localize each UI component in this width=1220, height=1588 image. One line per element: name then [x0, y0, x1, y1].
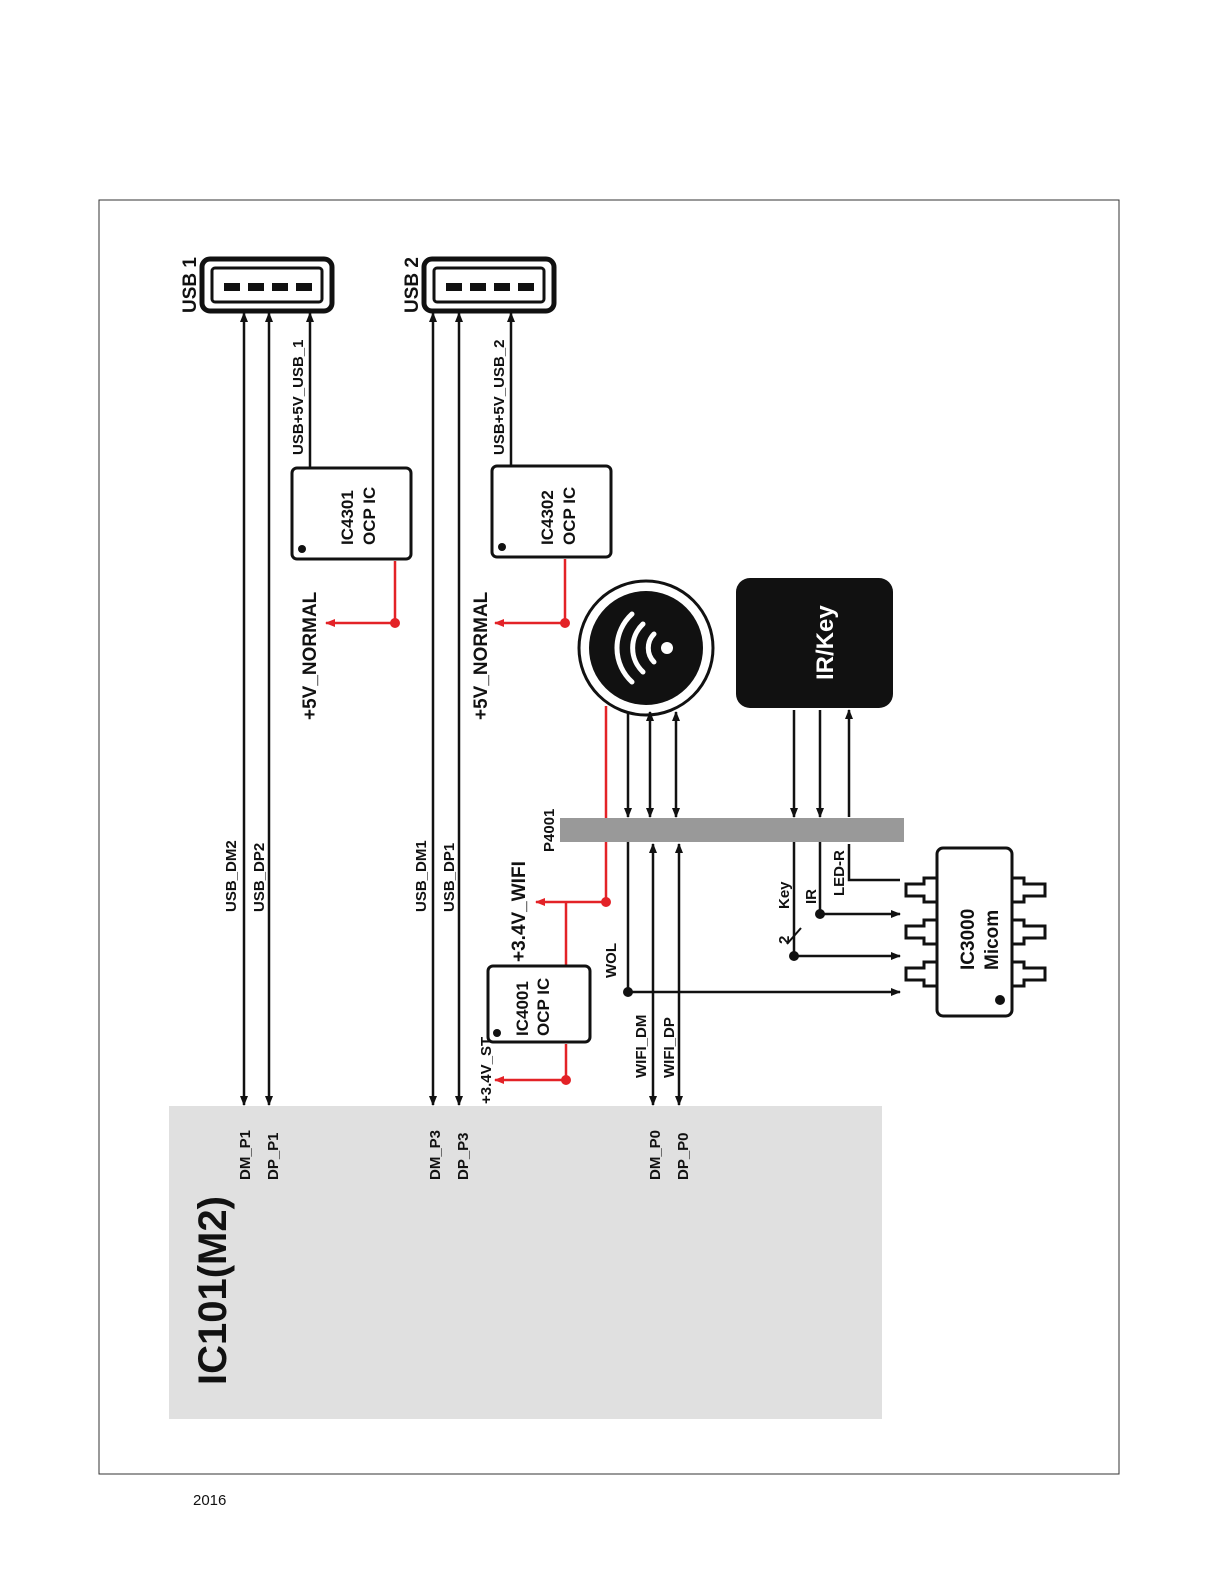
wifi-supply-node	[601, 897, 611, 907]
irkey-label: IR/Key	[812, 605, 839, 680]
ic4302-ref: IC4302	[538, 490, 557, 545]
ic4302-pin1-dot	[498, 543, 506, 551]
usb1-dp-net: USB_DP2	[251, 843, 268, 912]
pin-dp-p1: DP_P1	[265, 1132, 282, 1180]
usb1-connector	[202, 259, 332, 311]
ic3000-name: Micom	[982, 910, 1003, 970]
usb2-supply-label: +5V_NORMAL	[471, 591, 492, 720]
usb2-supply-node	[560, 618, 570, 628]
ic4001-type: OCP IC	[534, 978, 553, 1036]
wol-node	[623, 987, 633, 997]
p4001-connector	[560, 818, 904, 842]
led-label: LED-R	[831, 850, 848, 896]
ic3000-pin1-dot	[995, 995, 1005, 1005]
pin-dm-p0: DM_P0	[647, 1130, 664, 1180]
usb2-supply-wire	[495, 559, 565, 623]
main-ic-name: IC101(M2)	[191, 1196, 235, 1385]
usb1-supply-label: +5V_NORMAL	[300, 591, 321, 720]
ic4302-type: OCP IC	[560, 487, 579, 545]
wifi-dm-net: WIFI_DM	[633, 1015, 650, 1078]
pin-dm-p3: DM_P3	[427, 1130, 444, 1180]
ic4001-pin1-dot	[493, 1029, 501, 1037]
key-node	[789, 951, 799, 961]
usb2-label: USB 2	[402, 257, 423, 313]
ic4001-input-node	[561, 1075, 571, 1085]
usb1-dm-net: USB_DM2	[223, 840, 240, 912]
p4001-label: P4001	[541, 809, 558, 852]
usb2-connector	[424, 259, 554, 311]
pin-dp-p0: DP_P0	[675, 1132, 692, 1180]
usb2-dm-net: USB_DM1	[413, 840, 430, 912]
wol-line	[628, 842, 900, 992]
led-line	[849, 844, 900, 880]
ic4301-ref: IC4301	[338, 490, 357, 545]
ic4001-input-label: +3.4V_ST	[478, 1037, 495, 1104]
usb1-label: USB 1	[180, 257, 201, 313]
usb2-dp-net: USB_DP1	[441, 843, 458, 912]
wifi-dp-net: WIFI_DP	[661, 1017, 678, 1078]
footer-year: 2016	[193, 1492, 226, 1509]
wifi-module	[579, 581, 713, 715]
usb2-power-net: USB+5V_USB_2	[491, 340, 508, 455]
usb1-power-net: USB+5V_USB_1	[290, 340, 307, 455]
usb1-supply-wire	[326, 561, 395, 623]
wol-label: WOL	[603, 943, 620, 978]
ir-node	[815, 909, 825, 919]
pin-dp-p3: DP_P3	[455, 1132, 472, 1180]
ir-label: IR	[803, 889, 820, 904]
ic4301-type: OCP IC	[360, 487, 379, 545]
usb1-supply-node	[390, 618, 400, 628]
ic4001-input-wire	[495, 1044, 566, 1080]
pin-dm-p1: DM_P1	[237, 1130, 254, 1180]
key-label: Key	[776, 881, 793, 909]
key-bus-width: 2	[776, 936, 793, 944]
ic4001-ref: IC4001	[513, 981, 532, 1036]
ic3000-ref: IC3000	[958, 909, 979, 970]
wifi-supply-label: +3.4V_WIFI	[509, 861, 530, 962]
ic4301-pin1-dot	[298, 545, 306, 553]
